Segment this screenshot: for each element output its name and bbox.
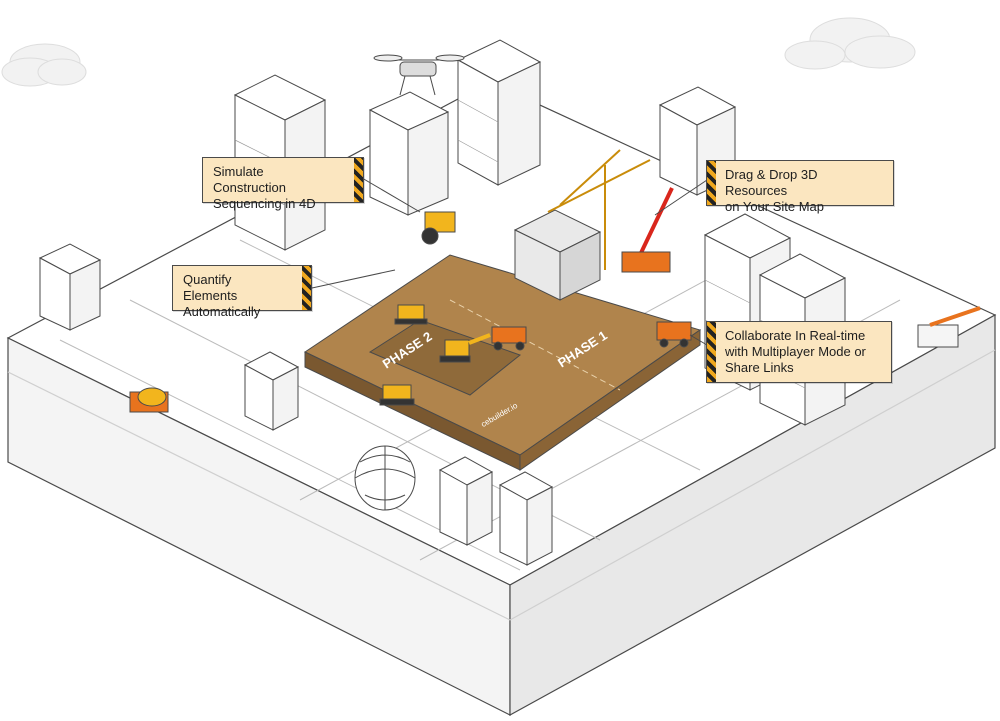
callout-drag-drop-resources: Drag & Drop 3D Resources on Your Site Ma… (706, 160, 894, 214)
hazard-stripe (302, 266, 311, 310)
hazard-stripe (354, 158, 363, 202)
bulldozer-icon (379, 384, 415, 406)
dump-truck-icon (656, 321, 692, 348)
callout-text-line: Drag & Drop 3D Resources (725, 167, 818, 198)
callout-collaborate-realtime: Collaborate In Real-time with Multiplaye… (706, 321, 892, 383)
cloud-icon (784, 17, 916, 70)
road-roller-icon (421, 211, 456, 245)
callout-text-line: Share Links (725, 360, 794, 375)
concrete-mixer-icon (129, 387, 169, 413)
callout-text-line: on Your Site Map (725, 199, 825, 214)
callout-simulate-sequencing: Simulate Construction Sequencing in 4D (202, 157, 364, 211)
concrete-pump-truck-icon (917, 306, 981, 348)
bulldozer-icon (394, 304, 428, 325)
callout-leaders (311, 177, 708, 346)
drone-icon (373, 54, 465, 96)
building-under-construction (513, 209, 602, 301)
hazard-stripe (707, 161, 716, 205)
building (438, 456, 494, 546)
building (38, 243, 102, 331)
callout-text-line: Automatically (183, 304, 261, 319)
hazard-stripe (707, 322, 716, 382)
callout-text-line: Collaborate In Real-time (725, 328, 866, 343)
building (368, 91, 450, 216)
dump-truck-icon (491, 326, 527, 351)
building (243, 351, 300, 431)
geodesic-dome (354, 445, 416, 511)
callout-quantify-elements: Quantify Elements Automatically (172, 265, 312, 319)
building (498, 471, 554, 566)
callout-text-line: Quantify Elements (183, 272, 238, 303)
callout-text-line: Sequencing in 4D (213, 196, 316, 211)
callout-text-line: with Multiplayer Mode or (725, 344, 866, 359)
mobile-crane-icon (621, 187, 674, 273)
tower-crane-icon (547, 149, 651, 270)
excavator-icon (439, 333, 491, 363)
callout-text-line: Simulate Construction (213, 164, 286, 195)
cloud-icon (1, 43, 87, 87)
building (456, 39, 542, 186)
